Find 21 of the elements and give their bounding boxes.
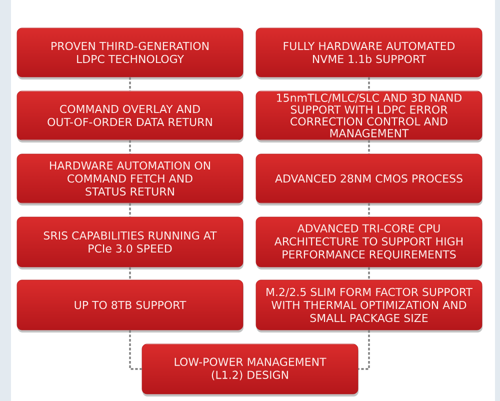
dashed-connector — [129, 203, 131, 217]
dashed-connector — [368, 140, 370, 154]
feature-box: UP TO 8TB SUPPORT — [16, 280, 244, 332]
dashed-connector — [129, 140, 131, 154]
feature-box: SRIS CAPABILITIES RUNNING AT PCIe 3.0 SPEED — [16, 216, 244, 270]
dashed-connector — [358, 330, 370, 370]
dashed-connector — [368, 267, 370, 280]
feature-box: FULLY HARDWARE AUTOMATED NVME 1.1b SUPPORT — [256, 28, 482, 80]
dashed-connector — [129, 267, 131, 280]
dashed-connector — [368, 203, 370, 217]
feature-box: PROVEN THIRD-GENERATION LDPC TECHNOLOGY — [16, 28, 244, 80]
feature-box: COMMAND OVERLAY AND OUT-OF-ORDER DATA RETURN — [16, 90, 244, 142]
dashed-connector — [129, 330, 142, 370]
feature-box: M.2/2.5 SLIM FORM FACTOR SUPPORT WITH THERMAL OPTIMIZATION AND SMALL PACKAGE SIZE — [256, 280, 482, 332]
feature-box: 15nmTLC/MLC/SLC AND 3D NAND SUPPORT WITH LDPC ERROR CORRECTION CONTROL AND MANAGEMENT — [256, 90, 482, 142]
feature-box: LOW-POWER MANAGEMENT (L1.2) DESIGN — [142, 344, 358, 396]
dashed-connector — [129, 77, 131, 91]
feature-box: ADVANCED 28NM CMOS PROCESS — [256, 154, 482, 206]
feature-box: HARDWARE AUTOMATION ON COMMAND FETCH AND STATUS RETURN — [16, 154, 244, 206]
feature-box: ADVANCED TRI-CORE CPU ARCHITECTURE TO SUPPORT HIGH PERFORMANCE REQUIREMENTS — [256, 216, 482, 270]
dashed-connector — [368, 77, 370, 91]
